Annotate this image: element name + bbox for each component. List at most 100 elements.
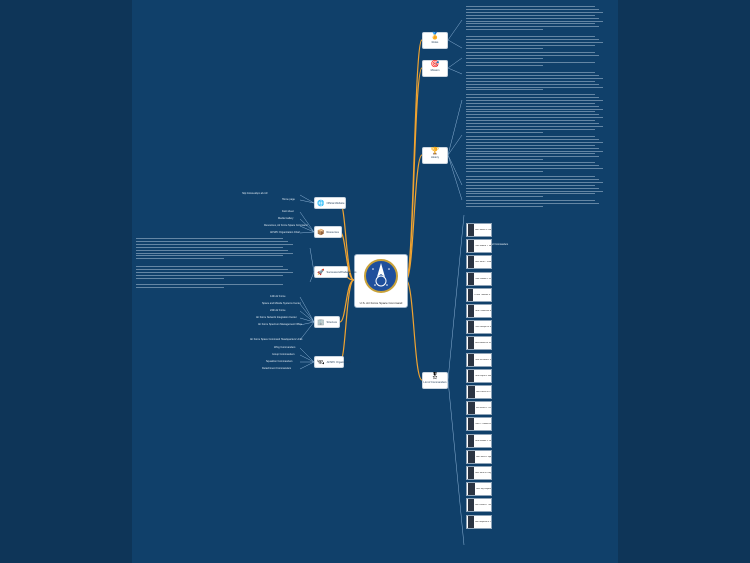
commander-card[interactable]: Gen David D. Thompson — [466, 498, 492, 513]
commander-name: Gen John E. Hyten — [475, 455, 491, 458]
branch-history[interactable]: 🏆 History — [422, 147, 448, 164]
org-detachment-commanders[interactable]: Detachment Commanders — [262, 367, 292, 370]
mind-map-canvas: U.S. Air Force Space Command 🏅 Roles 🎯 M… — [132, 0, 618, 563]
resource-resources[interactable]: Resources, Air Force Space Command — [264, 224, 308, 227]
commander-card[interactable]: Gen Charles A. Horner — [466, 304, 492, 318]
commander-name: Gen Donald J. Kutyna — [475, 277, 491, 280]
satellite-icon: 🛰 — [317, 359, 325, 366]
commander-portrait-icon — [468, 305, 475, 317]
website-url-link[interactable]: http://www.afspc.af.mil/ — [242, 192, 268, 195]
commander-card[interactable]: Gen Lance W. Lord — [466, 385, 492, 399]
text-line — [136, 246, 284, 248]
commander-card[interactable]: Gen Richard B. Myers — [466, 352, 492, 367]
commander-portrait-icon — [468, 369, 475, 382]
branch-official-website[interactable]: 🌐 Official Website — [314, 197, 346, 209]
text-line — [466, 74, 599, 76]
commander-portrait-icon — [468, 418, 475, 431]
commander-portrait-icon — [468, 272, 475, 285]
commander-card[interactable]: Gen Jay Raymond — [466, 482, 492, 497]
commander-name: Gen Charles A. Horner — [475, 310, 491, 312]
commander-portrait-icon — [468, 467, 474, 479]
branch-structure[interactable]: 🏢 Structure — [314, 316, 340, 328]
text-line — [466, 125, 604, 127]
text-line — [466, 105, 599, 107]
commander-card[interactable]: Gen C. Robert Kehler — [466, 417, 492, 432]
structure-afnic[interactable]: Air Force Network Integration Center — [256, 316, 297, 319]
commander-card[interactable]: Gen Howell M. Estes III — [466, 336, 492, 351]
medal-icon: 🏅 — [430, 33, 440, 40]
commander-card[interactable]: Gen Ralph E. Eberhart — [466, 368, 492, 383]
structure-24th-af[interactable]: 24th Air Force — [270, 309, 286, 312]
text-line — [466, 54, 599, 56]
text-line — [466, 94, 595, 96]
branch-structure-label: Structure — [326, 320, 338, 324]
commander-name: Gen David D. Thompson — [474, 504, 491, 507]
text-line — [466, 57, 543, 59]
afspc-emblem-icon — [364, 259, 398, 293]
commander-card[interactable]: Gen John W. Raymond — [466, 466, 492, 480]
text-line — [136, 243, 293, 245]
text-line — [466, 111, 595, 113]
commander-card[interactable]: Gen Donald J. Kutyna — [466, 271, 492, 286]
commander-card[interactable]: Gen Kevin P. Chilton — [466, 401, 492, 416]
commander-card[interactable]: Gen Joseph W. Ashy — [466, 320, 492, 335]
resource-org-chart[interactable]: AFSPC Organization Chart — [270, 231, 301, 234]
rocket-icon: 🚀 — [317, 269, 325, 276]
text-line — [466, 196, 543, 198]
branch-list-of-commanders[interactable]: 🎖 List of Commanders — [422, 372, 448, 389]
commander-card[interactable]: Gen William L. Shelton — [466, 433, 492, 448]
commander-name: Gen C. Robert Kehler — [475, 423, 491, 426]
commander-card[interactable]: Gen James V. Hartinger — [466, 223, 492, 237]
commander-card[interactable]: Gen Stephen N. Whiting — [466, 514, 492, 529]
text-line — [466, 44, 595, 46]
central-topic-title: U.S. Air Force Space Command — [359, 301, 403, 305]
branch-roles[interactable]: 🏅 Roles — [422, 32, 448, 49]
central-topic[interactable]: U.S. Air Force Space Command — [354, 254, 408, 308]
commander-name: Gen John W. Raymond — [474, 472, 491, 474]
text-line — [136, 286, 224, 288]
text-line — [466, 164, 599, 166]
org-group-commanders[interactable]: Group Commanders — [272, 353, 295, 356]
structure-hq-units[interactable]: Air Force Space Command Headquarters Uni… — [250, 338, 303, 341]
structure-smc[interactable]: Space and Missile Systems Center — [262, 302, 301, 305]
text-line — [466, 167, 604, 169]
text-line — [466, 108, 604, 110]
org-squadron-commanders[interactable]: Squadron Commanders — [266, 360, 293, 363]
branch-successors-predecessors[interactable]: 🚀 Successors/Predecessors — [314, 266, 356, 278]
text-line — [136, 284, 284, 286]
commander-card[interactable]: Gen John E. Hyten — [466, 449, 492, 464]
text-line — [466, 141, 604, 143]
text-line — [466, 205, 543, 207]
commander-name: Gen Joseph W. Ashy — [475, 326, 491, 329]
text-line — [466, 29, 543, 31]
commander-portrait-icon — [468, 321, 475, 334]
branch-resources[interactable]: 📦 Resources — [314, 226, 342, 238]
commander-name: Gen William L. Shelton — [475, 439, 491, 442]
text-line — [466, 156, 599, 158]
badge-icon: 🎖 — [430, 373, 440, 380]
branch-afspc-organization[interactable]: 🛰 AFSPC Organization — [314, 356, 351, 368]
org-wing-commanders[interactable]: Wing Commanders — [274, 346, 296, 349]
home-page-link[interactable]: Home page — [282, 198, 295, 201]
text-line — [136, 266, 284, 268]
structure-afsmo[interactable]: Air Force Spectrum Management Office — [258, 323, 302, 326]
text-line — [466, 11, 604, 13]
target-icon: 🎯 — [430, 61, 440, 68]
text-line — [466, 144, 595, 146]
branch-afspc-organization-label: AFSPC Organization — [326, 360, 351, 364]
text-line — [466, 14, 595, 16]
commander-card[interactable]: Gen Robert T. Herres — [466, 239, 492, 254]
resource-fact-sheet[interactable]: Fact sheet — [282, 210, 294, 213]
text-line — [466, 181, 604, 183]
resource-media-gallery[interactable]: Media Gallery — [278, 217, 294, 220]
text-line — [136, 249, 288, 251]
commander-card[interactable]: Gen John L. Piotrowski — [466, 255, 492, 270]
text-line — [466, 20, 604, 22]
commander-card[interactable]: Lt Gen Thomas S. Moorman Jr. — [466, 287, 492, 302]
text-line — [466, 72, 595, 74]
branch-mission[interactable]: 🎯 Mission — [422, 60, 448, 77]
text-line — [466, 170, 543, 172]
structure-14th-af[interactable]: 14th Air Force — [270, 295, 286, 298]
text-line — [136, 252, 293, 254]
text-line — [466, 102, 595, 104]
